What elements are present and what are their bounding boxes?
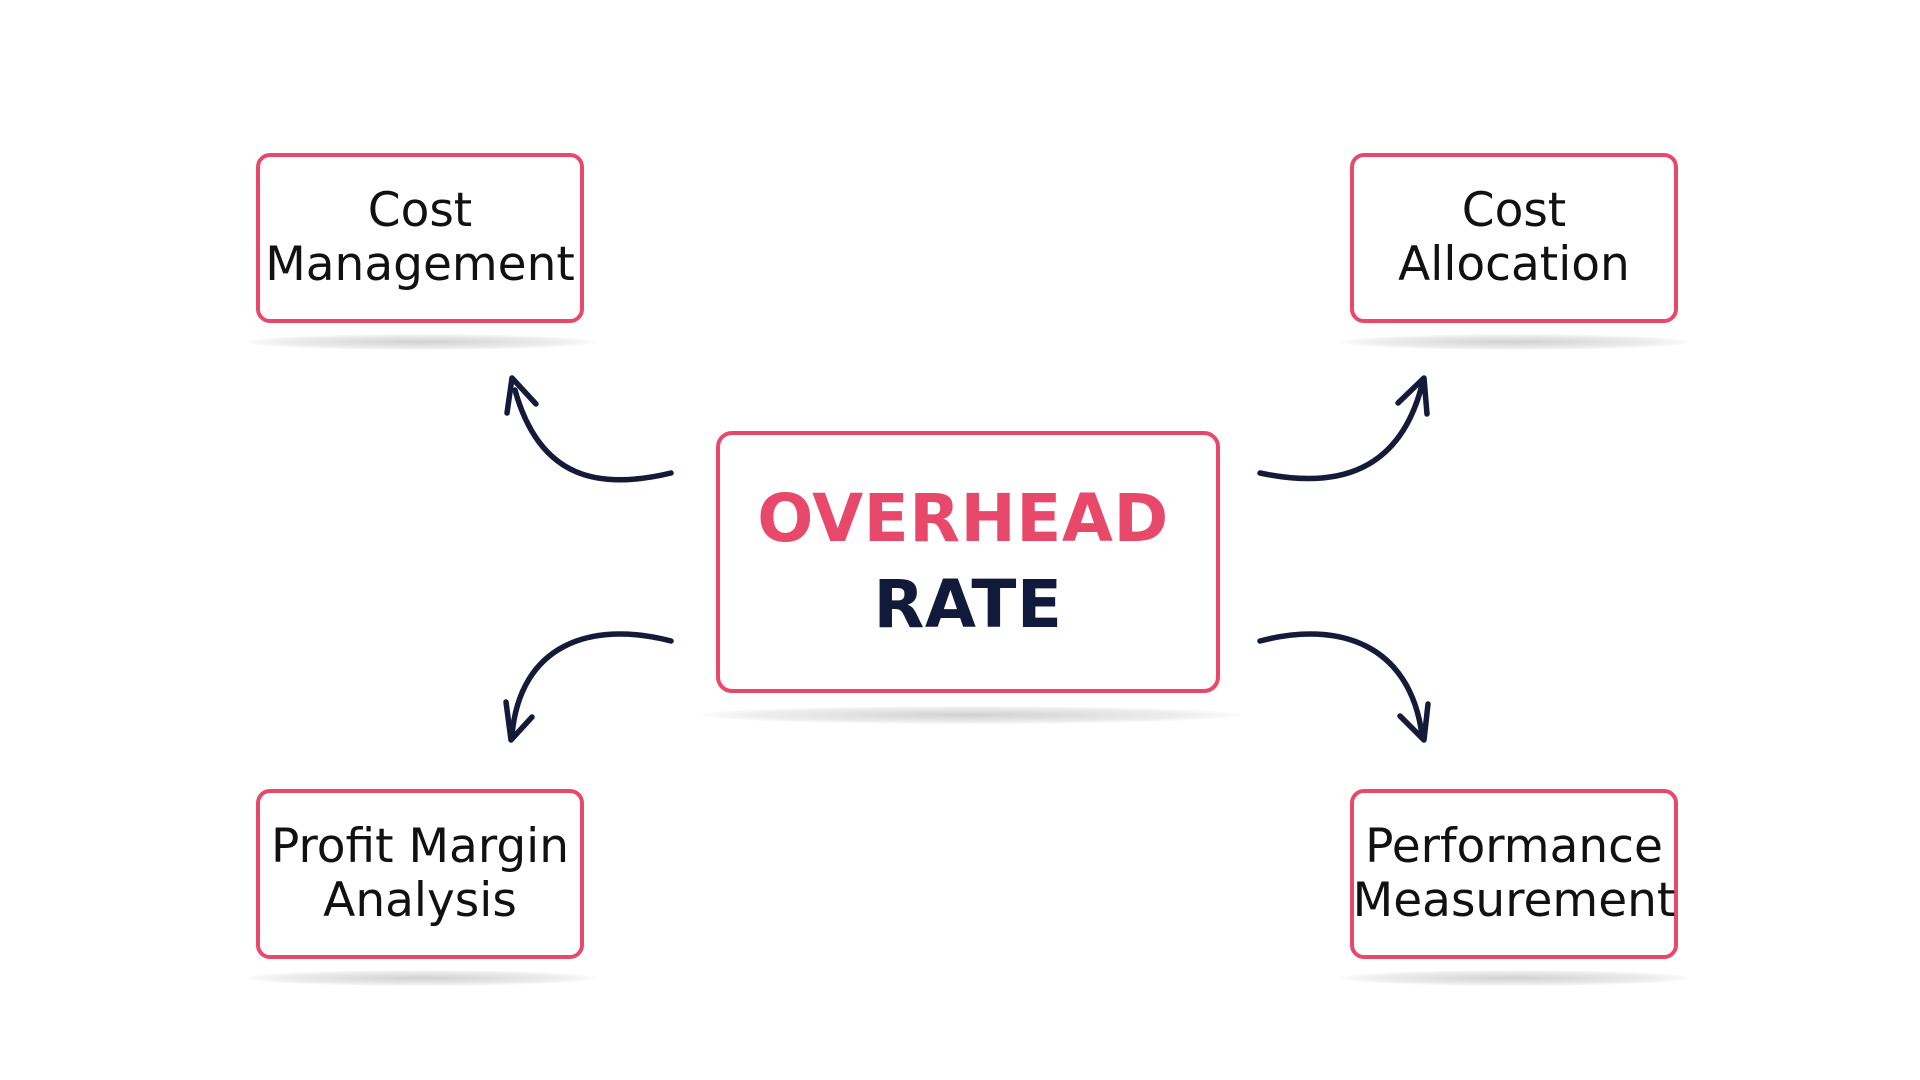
node-profit-margin-analysis: Profit Margin Analysis [256, 789, 584, 959]
node-label-line1: Performance [1365, 819, 1663, 874]
node-shadow [1340, 334, 1690, 350]
arrow-curve [509, 631, 674, 738]
node-label-line1: Profit Margin [270, 819, 570, 874]
arrow-curve [512, 387, 674, 483]
node-performance-measurement: Performance Measurement [1350, 789, 1678, 959]
arrow-curve [1257, 382, 1425, 482]
node-overhead-rate: OVERHEAD RATE [716, 431, 1220, 693]
node-label-line2: Allocation [1398, 237, 1630, 292]
center-title-line2: RATE [873, 566, 1063, 643]
arrow-to-cost-allocation [1257, 375, 1430, 482]
node-label-line2: Analysis [323, 873, 517, 928]
arrow-head [1397, 701, 1431, 743]
arrow-to-cost-management [504, 375, 674, 483]
arrow-to-profit-margin-analysis [503, 631, 674, 743]
arrow-to-performance-measurement [1257, 631, 1431, 743]
center-title-line1: OVERHEAD [757, 480, 1169, 557]
node-shadow [246, 970, 596, 986]
node-label-line2: Management [265, 237, 575, 292]
arrow-curve [1257, 631, 1425, 738]
arrow-head [503, 699, 535, 743]
node-cost-allocation: Cost Allocation [1350, 153, 1678, 323]
node-cost-management: Cost Management [256, 153, 584, 323]
arrow-head [1395, 375, 1430, 417]
node-shadow [246, 334, 596, 350]
node-label-line2: Measurement [1352, 873, 1676, 928]
node-shadow [1340, 970, 1690, 986]
arrow-head [504, 375, 539, 416]
node-label-line1: Cost [1461, 183, 1567, 238]
node-label-line1: Cost [367, 183, 473, 238]
center-node-shadow [700, 706, 1240, 724]
